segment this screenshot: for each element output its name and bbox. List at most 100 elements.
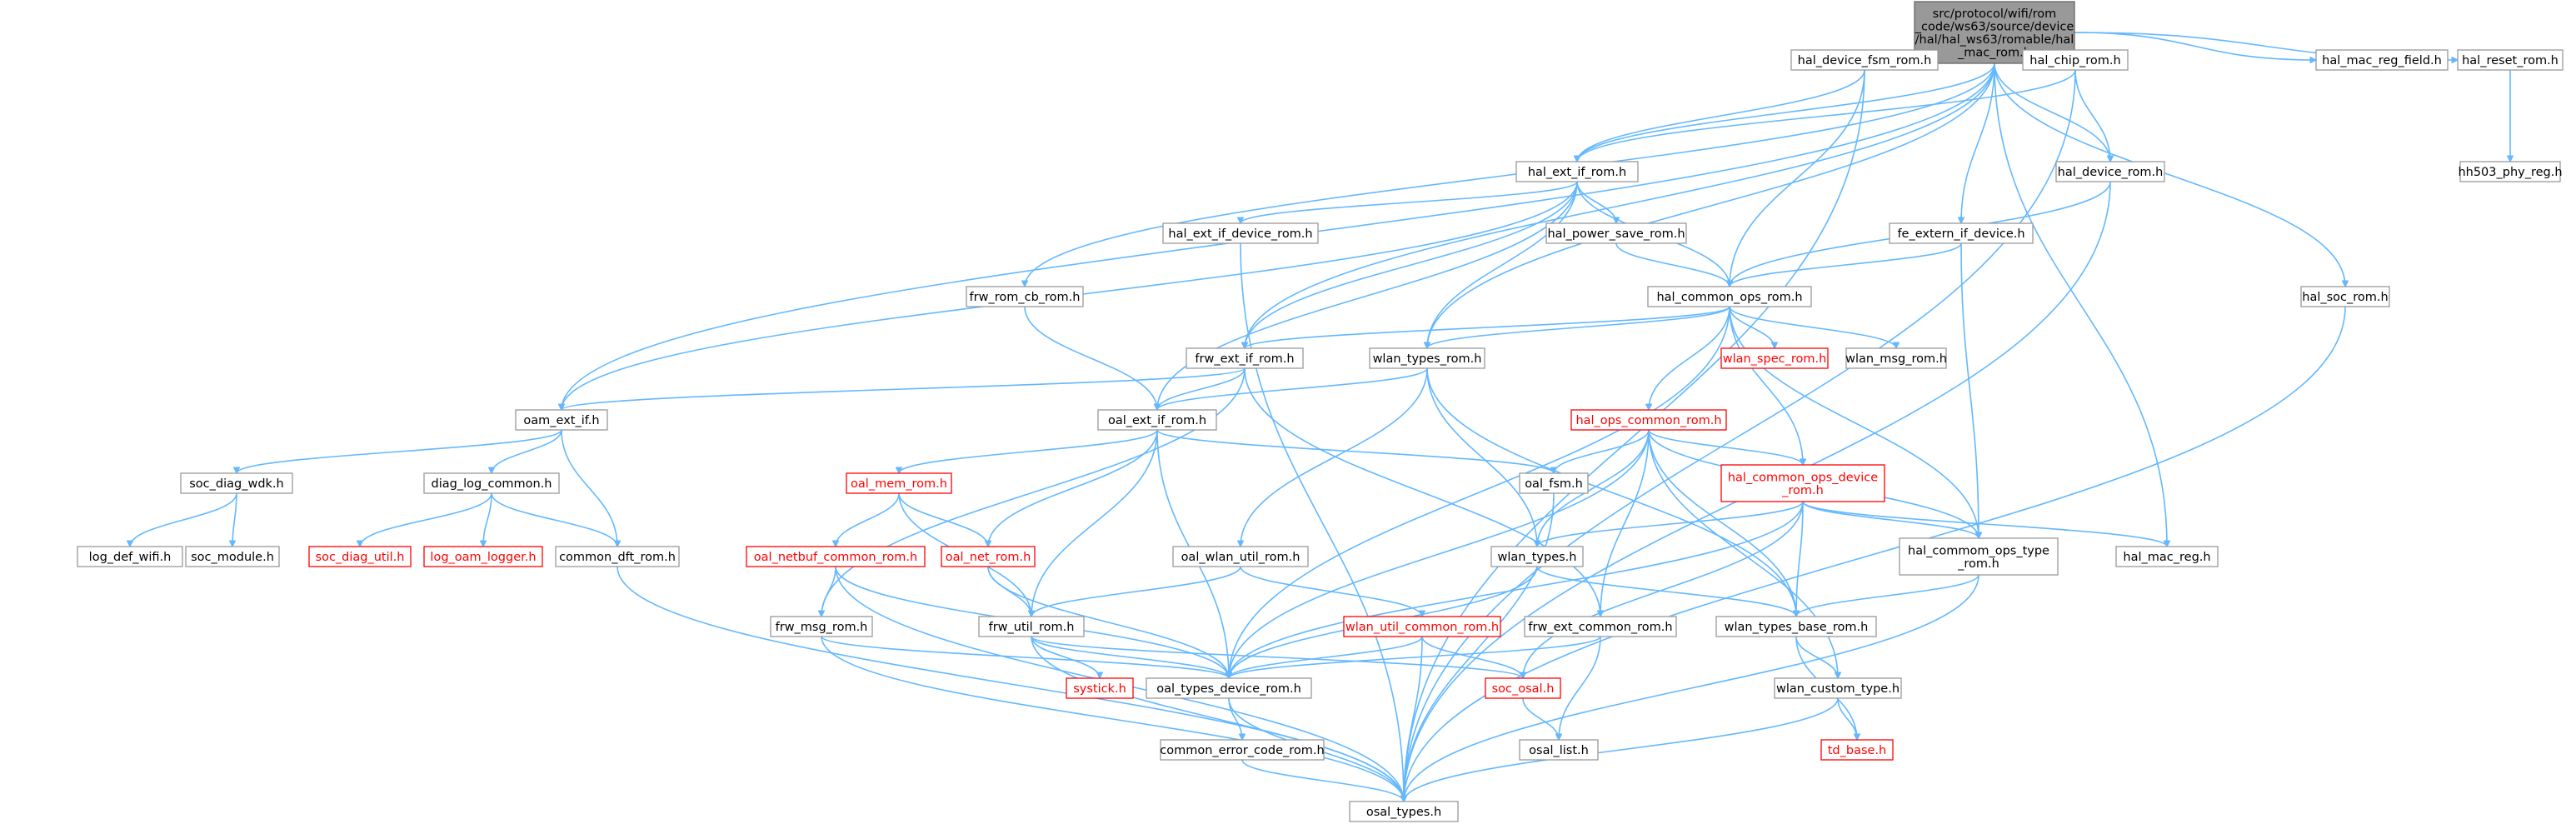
node-hal-ext-if-rom[interactable]: hal_ext_if_rom.h — [1515, 161, 1639, 182]
edge-frw-ext-common-rom-to-oal-types-device-rom — [1229, 636, 1601, 679]
node-hal-common-ops-device-rom[interactable]: hal_common_ops_device_rom.h — [1720, 464, 1885, 502]
edge-frw-msg-rom-to-oal-types-device-rom — [821, 636, 1229, 679]
node-oal-wlan-util-rom[interactable]: oal_wlan_util_rom.h — [1172, 546, 1309, 567]
node-label: log_def_wifi.h — [89, 551, 172, 564]
node-osal-types[interactable]: osal_types.h — [1349, 801, 1459, 822]
node-box — [1519, 472, 1589, 494]
node-hal-ops-common-rom[interactable]: hal_ops_common_rom.h — [1570, 409, 1727, 431]
node-label: hal_commom_ops_type — [1908, 544, 2049, 557]
node-systick[interactable]: systick.h — [1066, 677, 1134, 699]
node-label: wlan_types_base_rom.h — [1725, 621, 1869, 634]
edge-diag-log-common-to-log-oam-logger — [483, 492, 492, 547]
edge-hal-ext-if-rom-to-frw-ext-if-rom — [1245, 181, 1578, 348]
node-hal-chip-rom[interactable]: hal_chip_rom.h — [2022, 49, 2129, 71]
node-oal-types-device-rom[interactable]: oal_types_device_rom.h — [1146, 677, 1312, 699]
node-osal-list[interactable]: osal_list.h — [1519, 739, 1599, 761]
node-box — [2115, 546, 2219, 567]
edge-hal-chip-rom-to-hal-device-rom — [2074, 69, 2110, 162]
node-oal-net-rom[interactable]: oal_net_rom.h — [941, 546, 1036, 567]
node-wlan-util-common-rom[interactable]: wlan_util_common_rom.h — [1343, 616, 1501, 637]
node-wlan-types-base-rom[interactable]: wlan_types_base_rom.h — [1715, 616, 1877, 637]
node-hal-ext-if-device-rom[interactable]: hal_ext_if_device_rom.h — [1162, 222, 1319, 244]
node-log-def-wifi[interactable]: log_def_wifi.h — [77, 546, 183, 567]
node-box — [1519, 739, 1599, 761]
node-frw-msg-rom[interactable]: frw_msg_rom.h — [770, 616, 873, 637]
edge-hal-ops-common-rom-to-frw-ext-common-rom — [1600, 429, 1650, 617]
node-label: osal_types.h — [1366, 806, 1441, 819]
edge-hal-power-save-rom-to-hal-common-ops-rom — [1615, 242, 1730, 287]
node-label: log_oam_logger.h — [430, 551, 536, 564]
edge-hal-common-ops-device-rom-to-wlan-types-base-rom — [1796, 501, 1804, 617]
node-hal-commom-ops-type-rom[interactable]: hal_commom_ops_type_rom.h — [1899, 537, 2059, 576]
node-wlan-spec-rom[interactable]: wlan_spec_rom.h — [1720, 347, 1829, 369]
node-hal-mac-reg-field[interactable]: hal_mac_reg_field.h — [2315, 49, 2449, 71]
edge-hal-common-ops-rom-to-hal-common-ops-device-rom — [1729, 306, 1803, 465]
node-label: frw_ext_common_rom.h — [1528, 621, 1672, 634]
node-log-oam-logger[interactable]: log_oam_logger.h — [423, 546, 543, 567]
node-box — [1172, 546, 1309, 567]
node-oal-mem-rom[interactable]: oal_mem_rom.h — [846, 472, 952, 494]
node-hal-device-fsm-rom[interactable]: hal_device_fsm_rom.h — [1790, 49, 1939, 71]
node-soc-module[interactable]: soc_module.h — [185, 546, 280, 567]
edge-hal-common-ops-device-rom-to-hal-commom-ops-type-rom — [1802, 501, 1979, 538]
node-box — [2055, 161, 2165, 182]
edge-frw-ext-if-rom-to-frw-ext-common-rom — [1244, 367, 1600, 617]
node-box — [2300, 286, 2390, 307]
node-label: hal_device_rom.h — [2058, 166, 2164, 179]
node-oal-ext-if-rom[interactable]: oal_ext_if_rom.h — [1097, 409, 1217, 431]
edge-wlan-util-common-rom-to-osal-types — [1404, 636, 1423, 802]
node-hal-soc-rom[interactable]: hal_soc_rom.h — [2300, 286, 2390, 307]
node-box — [966, 286, 1084, 307]
node-hal-device-rom[interactable]: hal_device_rom.h — [2055, 161, 2165, 182]
nodes-layer: src/protocol/wifi/rom_code/ws63/source/d… — [77, 1, 2564, 822]
node-fe-extern-if-device[interactable]: fe_extern_if_device.h — [1889, 222, 2034, 244]
node-hal-mac-reg[interactable]: hal_mac_reg.h — [2115, 546, 2219, 567]
node-label: hal_chip_rom.h — [2029, 54, 2120, 67]
node-frw-util-rom[interactable]: frw_util_rom.h — [978, 616, 1085, 637]
node-wlan-custom-type[interactable]: wlan_custom_type.h — [1774, 677, 1902, 699]
edge-wlan-types-rom-to-wlan-types — [1426, 367, 1537, 547]
node-oam-ext-if[interactable]: oam_ext_if.h — [515, 409, 608, 431]
edge-hal-common-ops-rom-to-hal-commom-ops-type-rom — [1729, 306, 1979, 538]
edge-hal-ext-if-rom-to-wlan-types-rom — [1427, 181, 1578, 348]
node-diag-log-common[interactable]: diag_log_common.h — [423, 472, 560, 494]
edge-root-to-hal-soc-rom — [1994, 62, 2345, 287]
edge-hal-device-fsm-rom-to-osal-types — [1404, 69, 1865, 802]
node-label: hal_mac_reg_field.h — [2322, 54, 2442, 67]
node-box — [770, 616, 873, 637]
node-hal-common-ops-rom[interactable]: hal_common_ops_rom.h — [1647, 286, 1812, 307]
node-soc-osal[interactable]: soc_osal.h — [1485, 677, 1561, 699]
node-label: systick.h — [1073, 682, 1126, 696]
node-label: wlan_custom_type.h — [1776, 682, 1900, 696]
node-wlan-types-rom[interactable]: wlan_types_rom.h — [1369, 347, 1485, 369]
node-oal-fsm[interactable]: oal_fsm.h — [1519, 472, 1589, 494]
edge-root-to-hal-mac-reg — [1994, 62, 2167, 547]
node-hh503-phy-reg[interactable]: hh503_phy_reg.h — [2458, 161, 2563, 182]
edge-frw-util-rom-to-osal-types — [1031, 636, 1404, 802]
node-frw-rom-cb-rom[interactable]: frw_rom_cb_rom.h — [966, 286, 1084, 307]
node-td-base[interactable]: td_base.h — [1820, 739, 1894, 761]
edge-hal-common-ops-device-rom-to-soc-osal — [1523, 501, 1804, 678]
node-wlan-msg-rom[interactable]: wlan_msg_rom.h — [1845, 347, 1947, 369]
node-box — [2459, 161, 2561, 182]
node-common-error-code-rom[interactable]: common_error_code_rom.h — [1160, 739, 1325, 761]
node-wlan-types[interactable]: wlan_types.h — [1490, 546, 1584, 567]
node-hal-reset-rom[interactable]: hal_reset_rom.h — [2457, 49, 2564, 71]
edge-root-to-frw-rom-cb-rom — [1025, 62, 1995, 287]
edge-soc-osal-to-osal-list — [1522, 697, 1559, 740]
node-hal-power-save-rom[interactable]: hal_power_save_rom.h — [1545, 222, 1687, 244]
node-box — [1097, 409, 1217, 431]
edge-oam-ext-if-to-diag-log-common — [492, 429, 562, 473]
node-label: soc_osal.h — [1492, 682, 1555, 696]
node-common-dft-rom[interactable]: common_dft_rom.h — [555, 546, 680, 567]
node-soc-diag-util[interactable]: soc_diag_util.h — [308, 546, 412, 567]
node-label: hal_common_ops_rom.h — [1656, 291, 1802, 304]
node-box — [555, 546, 680, 567]
node-frw-ext-if-rom[interactable]: frw_ext_if_rom.h — [1186, 347, 1304, 369]
node-label: hal_power_save_rom.h — [1547, 227, 1685, 241]
node-soc-diag-wdk[interactable]: soc_diag_wdk.h — [180, 472, 293, 494]
node-label: oal_netbuf_common_rom.h — [754, 551, 917, 564]
node-frw-ext-common-rom[interactable]: frw_ext_common_rom.h — [1524, 616, 1677, 637]
node-oal-netbuf-common-rom[interactable]: oal_netbuf_common_rom.h — [746, 546, 926, 567]
node-box — [1889, 222, 2034, 244]
